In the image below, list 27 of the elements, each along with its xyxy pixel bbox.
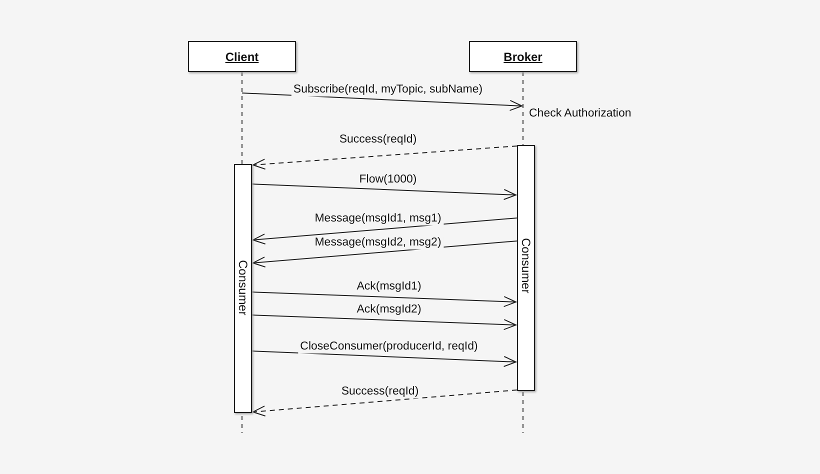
message-arrow	[252, 218, 518, 244]
edge-label: Flow(1000)	[357, 174, 419, 186]
message-arrow	[252, 240, 518, 268]
edge-label: CloseConsumer(producerId, reqId)	[298, 340, 480, 354]
edge-label: Message(msgId2, msg2)	[312, 236, 444, 250]
message-arrow	[252, 184, 516, 200]
message-arrow	[252, 292, 516, 308]
edge-label: Message(msgId1, msg1)	[312, 212, 444, 226]
message-arrow	[252, 350, 516, 367]
edge-label: Ack(msgId1)	[354, 280, 424, 294]
return-arrow	[252, 146, 518, 170]
edge-label: Ack(msgId2)	[354, 304, 424, 316]
edge-label: Success(reqId)	[339, 386, 421, 398]
activation-label: Consumer	[236, 260, 250, 316]
participant-name: Broker	[504, 50, 542, 64]
participant-name: Client	[225, 50, 259, 64]
activation-bar	[234, 164, 252, 413]
activation-bar	[517, 145, 535, 391]
participant-box	[469, 41, 577, 72]
message-arrow	[242, 92, 522, 111]
note-text: Check Authorization	[528, 108, 632, 120]
activation-label: Consumer	[519, 238, 533, 294]
edge-label: Subscribe(reqId, myTopic, subName)	[291, 84, 485, 96]
edge-label: Success(reqId)	[337, 134, 419, 146]
return-arrow	[252, 390, 518, 416]
message-arrow	[252, 314, 516, 330]
participant-box	[188, 41, 296, 72]
